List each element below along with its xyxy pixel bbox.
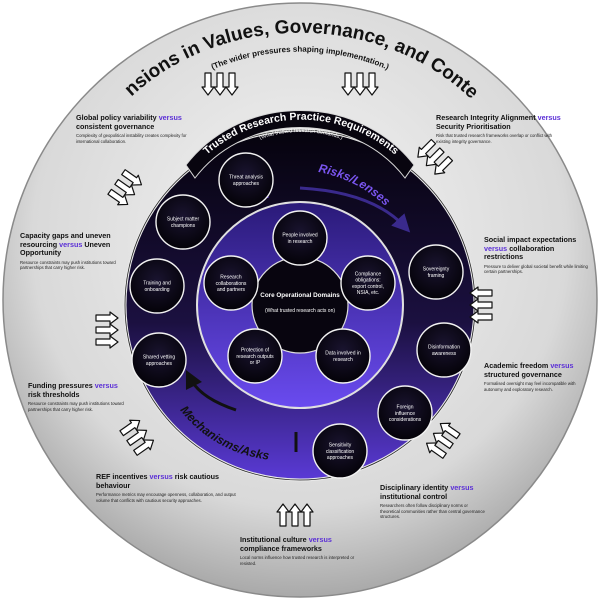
- tension-side-b: compliance frameworks: [240, 543, 322, 553]
- tension-pressure-arrows: [107, 169, 143, 206]
- tension-description: Local norms influence how trusted resear…: [240, 555, 355, 566]
- tension-description: Performance metrics may encourage openne…: [96, 492, 236, 503]
- tension-block: Funding pressures versus risk thresholds…: [28, 381, 128, 412]
- ring-title-banner: [185, 109, 415, 179]
- tension-title: REF incentives versus risk cautious beha…: [96, 472, 236, 490]
- versus-label: versus: [308, 535, 332, 544]
- risks-arrow: [299, 186, 411, 233]
- tension-title: Academic freedom versus structured gover…: [484, 361, 584, 379]
- core-subtitle: (What trusted research acts on): [265, 308, 335, 314]
- tension-title: Social impact expectations versus collab…: [484, 235, 589, 262]
- tension-title: Capacity gaps and uneven resourcing vers…: [20, 231, 125, 258]
- tension-side-a: Disciplinary identity: [380, 483, 449, 492]
- tension-block: Academic freedom versus structured gover…: [484, 361, 584, 392]
- tension-side-b: Security Prioritisation: [436, 121, 511, 131]
- tension-pressure-arrows: [201, 72, 239, 96]
- tension-side-a: Research Integrity Alignment: [436, 113, 536, 122]
- versus-label: versus: [550, 361, 574, 370]
- versus-label: versus: [94, 381, 118, 390]
- tension-side-b: Uneven Opportunity: [20, 239, 111, 258]
- tension-pressure-arrows: [341, 72, 379, 96]
- tension-side-b: institutional control: [380, 491, 448, 501]
- tension-side-a: Funding pressures: [28, 381, 93, 390]
- mechanisms-arrow: [185, 369, 237, 412]
- versus-label: versus: [537, 113, 561, 122]
- tension-block: Capacity gaps and uneven resourcing vers…: [20, 231, 125, 271]
- tension-side-b: collaboration restrictions: [484, 243, 555, 262]
- tension-description: Pressure to deliver global societal bene…: [484, 263, 588, 275]
- core-title: Core Operational Domains: [260, 292, 340, 299]
- tension-pressure-arrows: [425, 422, 461, 459]
- tension-block: Social impact expectations versus collab…: [484, 235, 589, 275]
- tension-block: Disciplinary identity versus institution…: [380, 483, 488, 519]
- tension-pressure-arrows: [95, 311, 119, 349]
- tension-side-a: REF incentives: [96, 472, 148, 481]
- tension-side-a: Global policy variability: [76, 113, 157, 122]
- versus-label: versus: [158, 113, 182, 122]
- tension-side-a: Academic freedom: [484, 361, 549, 370]
- tension-side-b: risk thresholds: [28, 389, 80, 399]
- tension-description: Researchers often follow disciplinary no…: [380, 503, 485, 519]
- tension-block: REF incentives versus risk cautious beha…: [96, 472, 236, 503]
- tension-pressure-arrows: [417, 138, 454, 175]
- tension-title: Global policy variability versus consist…: [76, 113, 191, 131]
- versus-label: versus: [450, 483, 474, 492]
- tension-title: Funding pressures versus risk thresholds: [28, 381, 128, 399]
- tension-description: Resource constraints may push institutio…: [28, 401, 124, 412]
- tension-description: Complexity of geopolitical instability c…: [76, 133, 187, 144]
- tension-side-a: Institutional culture: [240, 535, 307, 544]
- tension-title: Institutional culture versus compliance …: [240, 535, 370, 553]
- tension-pressure-arrows: [119, 419, 155, 456]
- versus-label: versus: [59, 239, 83, 249]
- tension-side-b: risk cautious behaviour: [96, 472, 220, 490]
- tension-side-a: Capacity gaps and uneven resourcing: [20, 231, 111, 249]
- tension-side-a: Social impact expectations: [484, 235, 577, 244]
- tension-title: Research Integrity Alignment versus Secu…: [436, 113, 561, 131]
- tension-block: Research Integrity Alignment versus Secu…: [436, 113, 561, 144]
- tension-side-b: structured governance: [484, 369, 562, 379]
- tension-title: Disciplinary identity versus institution…: [380, 483, 488, 501]
- tension-block: Global policy variability versus consist…: [76, 113, 191, 144]
- versus-label: versus: [484, 243, 508, 253]
- tension-description: Risk that trusted research frameworks ov…: [436, 133, 553, 144]
- tension-pressure-arrows: [469, 286, 493, 324]
- versus-label: versus: [149, 472, 173, 481]
- tension-description: Formalised oversight may feel incompatib…: [484, 381, 576, 392]
- tension-side-b: consistent governance: [76, 121, 155, 131]
- tension-pressure-arrows: [276, 503, 314, 527]
- tension-block: Institutional culture versus compliance …: [240, 535, 370, 566]
- tension-description: Resource constraints may push institutio…: [20, 259, 116, 271]
